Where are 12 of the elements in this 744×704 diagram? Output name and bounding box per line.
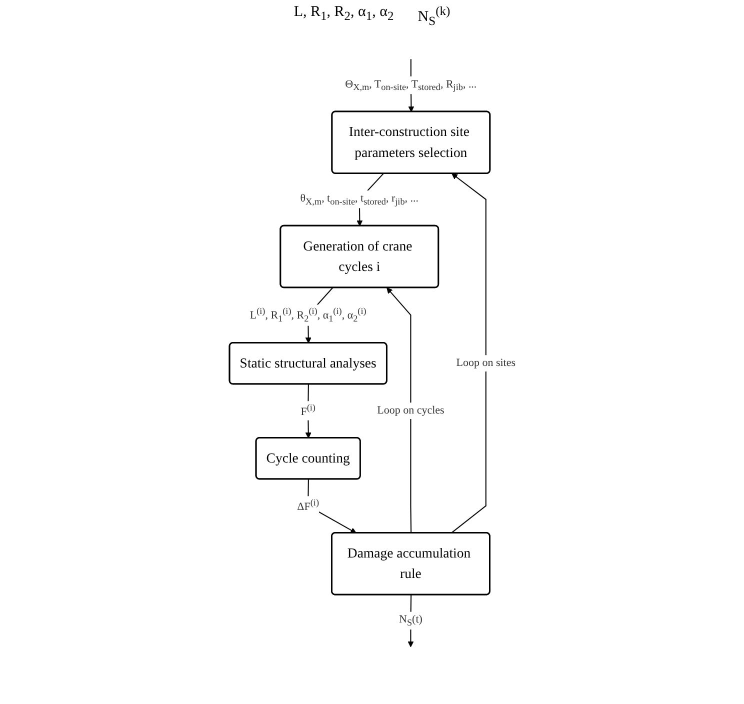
- edge-label: θ$_{X,m}$, t$_{on-site}$, t$_{stored}$, r$_{jib}$, ...: [300, 192, 418, 206]
- arrow: [307, 479, 356, 534]
- arrow: [450, 173, 486, 534]
- edge-label: Θ$_{X,m}$, T$_{on-site}$, T$_{stored}$, R$_{jib}$, ...: [344, 78, 476, 92]
- arrow: [407, 594, 414, 648]
- signal-label: L, R$_{1}$, R$_{2}$, α$_{1}$, α$_{2}$: [294, 4, 394, 25]
- edge-label: Loop on sites: [456, 357, 516, 369]
- edge-label: Loop on cycles: [376, 404, 444, 416]
- arrow: [386, 287, 412, 534]
- edge-label: N$_{S}$(t): [398, 614, 422, 628]
- edge-label: ΔF$^{(i)}$: [296, 497, 318, 513]
- edge-label: F$^{(i)}$: [300, 402, 315, 418]
